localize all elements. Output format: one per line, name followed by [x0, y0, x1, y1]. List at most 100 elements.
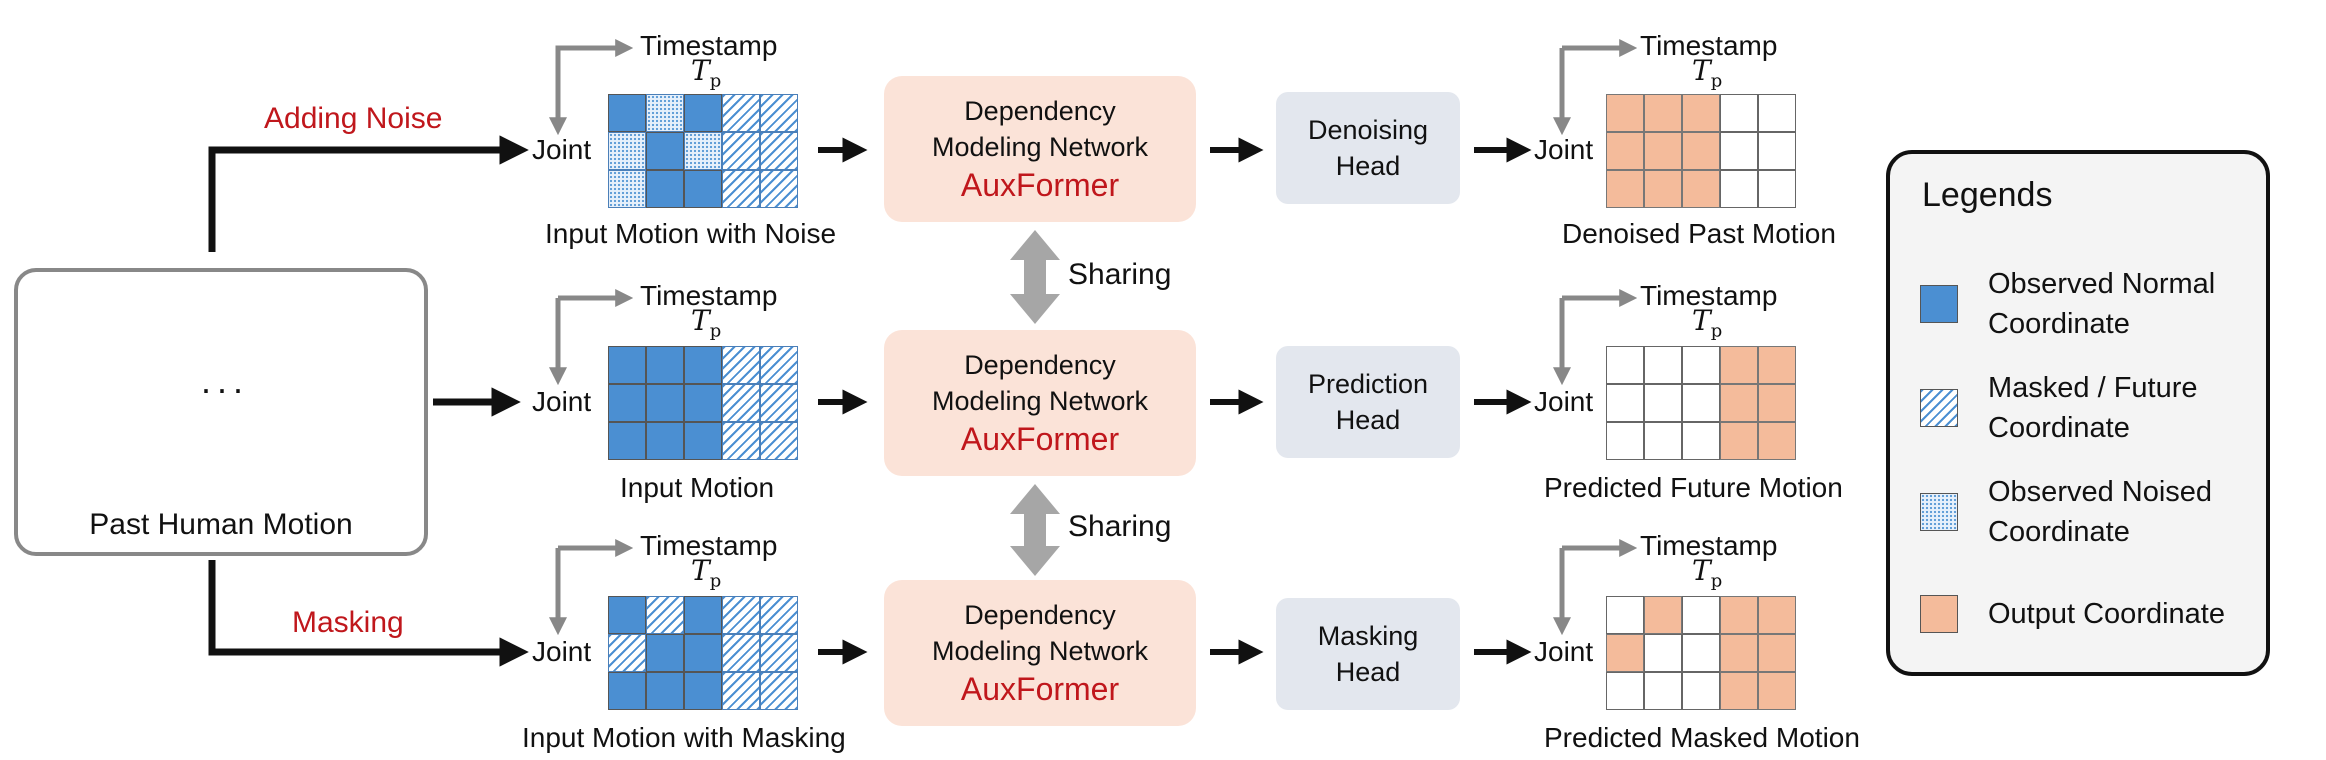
output-cell [1644, 596, 1682, 634]
prediction-head: Prediction Head [1276, 346, 1460, 458]
joint-label-in-3: Joint [532, 636, 592, 667]
output-cell [1758, 422, 1796, 460]
adding-noise-label: Adding Noise [264, 102, 443, 135]
observed-cell [608, 94, 646, 132]
observed-cell [684, 384, 722, 422]
empty-cell [1682, 634, 1720, 672]
sharing-arrow-2 [1010, 484, 1060, 576]
masked-cell [722, 170, 760, 208]
empty-cell [1644, 422, 1682, 460]
network-name: AuxFormer [960, 671, 1120, 707]
masked-cell [722, 422, 760, 460]
past-motion-box: ··· Past Human Motion [14, 268, 428, 556]
network-line1: Dependency [964, 600, 1116, 630]
masked-cell [722, 672, 760, 710]
network-line1: Dependency [964, 96, 1116, 126]
joint-label-in-2: Joint [532, 386, 592, 417]
legend-swatch-output [1920, 595, 1958, 633]
network-line2: Modeling Network [931, 386, 1149, 416]
joint-label-out-2: Joint [1534, 386, 1594, 417]
timestamp-label-in-1: Timestamp [640, 30, 778, 61]
masking-label: Masking [292, 606, 404, 639]
output-cell [1720, 634, 1758, 672]
noised-cell [684, 132, 722, 170]
axis-bracket-input-3 [549, 539, 634, 636]
empty-cell [1606, 422, 1644, 460]
axis-bracket-input-2 [549, 289, 634, 386]
network-line1: Dependency [964, 350, 1116, 380]
axis-bracket-output-3 [1553, 539, 1638, 636]
tp-label-out-2: Tp [1692, 304, 1723, 342]
timestamp-label-in-3: Timestamp [640, 530, 778, 561]
network-name: AuxFormer [960, 421, 1120, 457]
masked-cell [760, 170, 798, 208]
output-cell [1682, 94, 1720, 132]
head-line2: Head [1335, 151, 1401, 181]
observed-cell [646, 170, 684, 208]
output-cell [1644, 170, 1682, 208]
output-cell [1644, 132, 1682, 170]
output-cell [1606, 94, 1644, 132]
legend-item-output: Output Coordinate [1920, 594, 2225, 634]
observed-cell [608, 672, 646, 710]
output-caption-denoised: Denoised Past Motion [1562, 218, 1836, 249]
masked-cell [760, 422, 798, 460]
tp-label-in-2: Tp [691, 304, 722, 342]
masking-head: Masking Head [1276, 598, 1460, 710]
observed-cell [684, 634, 722, 672]
network-box-3: Dependency Modeling Network AuxFormer [884, 580, 1196, 726]
output-cell [1758, 672, 1796, 710]
network-box-2: Dependency Modeling Network AuxFormer [884, 330, 1196, 476]
tp-label-out-1: Tp [1692, 54, 1723, 92]
timestamp-label-out-1: Timestamp [1640, 30, 1778, 61]
noised-cell [608, 170, 646, 208]
timestamp-label-in-2: Timestamp [640, 280, 778, 311]
masked-cell [760, 384, 798, 422]
masked-cell [722, 596, 760, 634]
output-cell [1720, 384, 1758, 422]
legend-swatch-masked [1920, 389, 1958, 427]
masked-cell [760, 672, 798, 710]
output-cell [1720, 422, 1758, 460]
observed-cell [646, 634, 684, 672]
output-cell [1758, 596, 1796, 634]
mask-branch-arrow [208, 560, 529, 667]
empty-cell [1682, 672, 1720, 710]
empty-cell [1644, 384, 1682, 422]
masked-cell [722, 384, 760, 422]
output-cell [1644, 94, 1682, 132]
observed-cell [684, 94, 722, 132]
output-cell [1606, 132, 1644, 170]
legend-swatch-noised [1920, 493, 1958, 531]
observed-cell [646, 132, 684, 170]
observed-cell [684, 346, 722, 384]
input-grid-noise [608, 94, 798, 208]
masked-cell [760, 94, 798, 132]
output-cell [1758, 634, 1796, 672]
empty-cell [1758, 132, 1796, 170]
empty-cell [1606, 596, 1644, 634]
input-grid-plain [608, 346, 798, 460]
observed-cell [684, 170, 722, 208]
empty-cell [1758, 170, 1796, 208]
empty-cell [1682, 346, 1720, 384]
observed-cell [684, 422, 722, 460]
joint-label-out-3: Joint [1534, 636, 1594, 667]
joint-label-out-1: Joint [1534, 134, 1594, 165]
tp-label-in-3: Tp [691, 554, 722, 592]
joint-label-in-1: Joint [532, 134, 592, 165]
observed-cell [646, 384, 684, 422]
empty-cell [1644, 346, 1682, 384]
masked-cell [646, 596, 684, 634]
noised-cell [646, 94, 684, 132]
network-name: AuxFormer [960, 167, 1120, 203]
denoising-head: Denoising Head [1276, 92, 1460, 204]
output-grid-future [1606, 346, 1796, 460]
observed-cell [608, 596, 646, 634]
observed-cell [608, 384, 646, 422]
masked-cell [722, 634, 760, 672]
sharing-label-1: Sharing [1068, 258, 1172, 291]
